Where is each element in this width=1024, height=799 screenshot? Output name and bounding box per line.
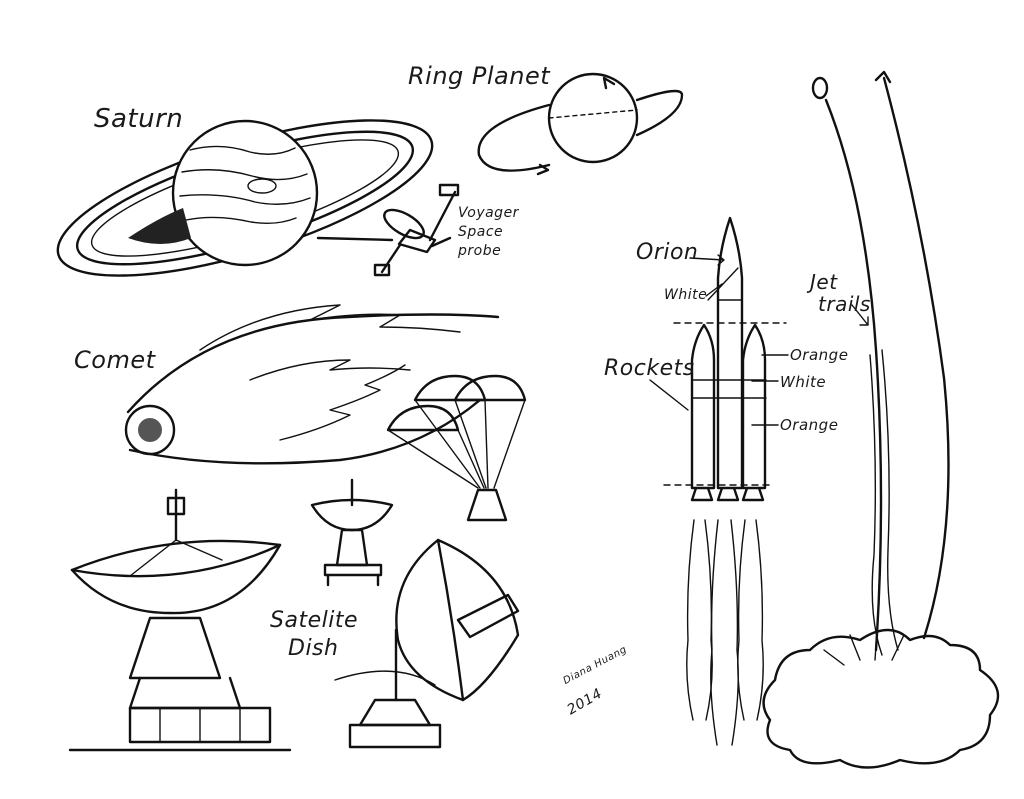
- rockets-label: Rockets: [604, 356, 695, 381]
- dish-label: Dish: [288, 636, 339, 661]
- comet-label: Comet: [74, 346, 156, 374]
- comet-drawing: [124, 304, 500, 465]
- orange-upper-label: Orange: [790, 346, 849, 364]
- voyager-label: Voyager: [458, 205, 519, 221]
- jet-label: Jet: [810, 270, 838, 294]
- white-middle-label: White: [780, 373, 827, 391]
- satelite-label: Satelite: [270, 608, 358, 633]
- large-satellite-dish-drawing: [68, 488, 292, 752]
- tilted-satellite-dish-drawing: [334, 538, 520, 749]
- small-satellite-dish-drawing: [310, 478, 394, 587]
- space-label: Space: [458, 224, 504, 240]
- rocket-drawing: [663, 216, 787, 746]
- jet-trails-drawing: [762, 70, 1000, 769]
- voyager-probe-drawing: [316, 183, 460, 277]
- ring-planet-label: Ring Planet: [408, 62, 551, 90]
- trails-label: trails: [818, 292, 871, 316]
- signature: Diana Huang 2014: [560, 644, 630, 730]
- probe-label: probe: [458, 243, 502, 259]
- saturn-label: Saturn: [94, 104, 184, 134]
- rocket-annotation-arrows: [649, 254, 869, 426]
- parachute-capsule-drawing: [386, 374, 527, 522]
- ring-planet-drawing: [477, 72, 684, 176]
- white-top-label: White: [664, 287, 708, 303]
- signature-year: 2014: [564, 685, 606, 719]
- saturn-drawing: [56, 119, 434, 277]
- orange-lower-label: Orange: [780, 416, 839, 434]
- orion-label: Orion: [636, 240, 699, 265]
